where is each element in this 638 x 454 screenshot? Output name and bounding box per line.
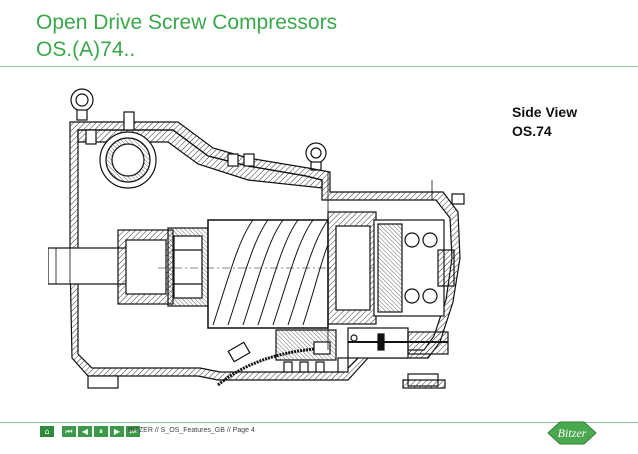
model-label: OS.74	[512, 123, 552, 139]
compressor-side-view-drawing	[48, 88, 465, 389]
previous-page-icon: ◀	[81, 427, 89, 436]
logo-text: Bitzer	[558, 426, 587, 440]
page-subtitle: OS.(A)74..	[36, 38, 136, 61]
home-icon: ⌂	[44, 427, 50, 436]
page-title: Open Drive Screw Compressors	[36, 11, 338, 34]
home-button[interactable]: ⌂	[40, 426, 54, 437]
next-page-icon: ▶	[113, 427, 121, 436]
previous-page-button[interactable]: ◀	[78, 426, 92, 437]
view-label: Side View	[512, 104, 578, 120]
pause-button[interactable]: ⏸	[94, 426, 108, 437]
pause-icon: ⏸	[99, 427, 103, 436]
next-page-button[interactable]: ▶	[110, 426, 124, 437]
slide-navigation: ⌂ ⏮ ◀ ⏸ ▶ ⏭	[40, 426, 140, 437]
footer-text: BITZER // S_OS_Features_GB // Page 4	[128, 427, 255, 434]
header-divider	[0, 66, 638, 67]
first-page-icon: ⏮	[65, 427, 73, 436]
bitzer-logo: Bitzer	[547, 421, 597, 445]
footer-divider	[0, 422, 638, 423]
first-page-button[interactable]: ⏮	[62, 426, 76, 437]
last-page-icon: ⏭	[129, 427, 137, 436]
last-page-button[interactable]: ⏭	[126, 426, 140, 437]
